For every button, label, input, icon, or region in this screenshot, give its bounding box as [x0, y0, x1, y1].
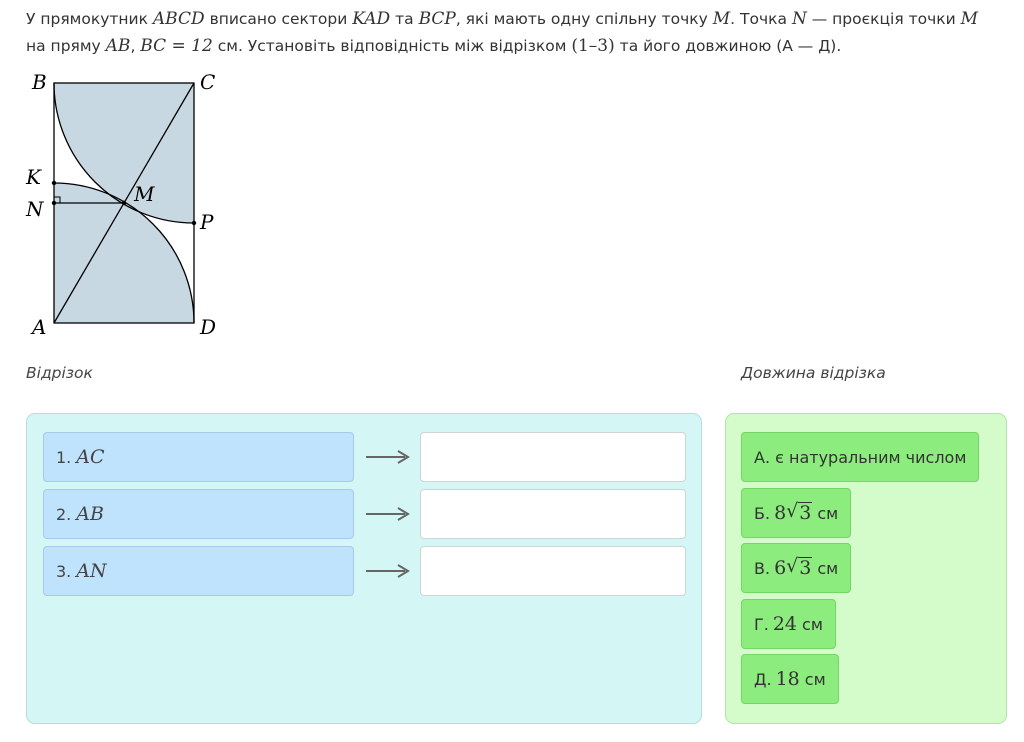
- question-text: У прямокутник ABCD вписано сектори KAD т…: [26, 9, 979, 56]
- math-abcd: ABCD: [152, 9, 205, 29]
- sqrt-symbol: √3: [786, 555, 813, 580]
- sqrt-symbol: √3: [786, 500, 813, 525]
- geometry-figure: B C K N M P A D: [25, 70, 216, 339]
- answers-panel: А. є натуральним числом Б. 8 √3 см В. 6 …: [725, 413, 1007, 724]
- answer-unit: см: [802, 614, 823, 634]
- lengths-column-label: Довжина відрізка: [741, 364, 886, 382]
- segment-number: 1.: [56, 447, 72, 467]
- answer-value: 24: [772, 613, 798, 635]
- answer-letter: Д.: [754, 669, 772, 689]
- right-angle-mark: [54, 196, 61, 203]
- arrow-right-icon: [366, 507, 410, 521]
- math-bcp: BCP: [418, 9, 456, 29]
- drop-zone-3[interactable]: [420, 546, 686, 596]
- answer-letter: В.: [754, 558, 771, 578]
- arrow-right-icon: [366, 450, 410, 464]
- arc-kd: [53, 182, 195, 324]
- label-n: N: [25, 197, 45, 221]
- drop-zone-2[interactable]: [420, 489, 686, 539]
- answer-unit: см: [817, 503, 839, 523]
- segments-column-label: Відрізок: [26, 364, 93, 382]
- math-ab: AB: [105, 36, 131, 56]
- drop-zone-1[interactable]: [420, 432, 686, 482]
- answer-radicand: 3: [798, 557, 813, 580]
- answer-option-b[interactable]: Б. 8 √3 см: [741, 488, 852, 538]
- answer-option-c[interactable]: В. 6 √3 см: [741, 543, 852, 593]
- math-range: (1–3): [571, 36, 615, 56]
- arc-bp: [53, 82, 195, 224]
- answer-option-d[interactable]: Г. 24 см: [741, 599, 836, 649]
- label-a: A: [30, 315, 46, 339]
- point-k: [51, 180, 57, 186]
- point-p: [191, 220, 197, 226]
- segment-item-1: 1.AC: [43, 432, 354, 482]
- label-c: C: [200, 70, 215, 94]
- matching-panel: 1.AC 2.AB 3.AN: [26, 413, 702, 724]
- answer-option-e[interactable]: Д. 18 см: [741, 654, 839, 704]
- segment-item-2: 2.AB: [43, 489, 354, 539]
- answer-unit: см: [817, 558, 839, 578]
- arrow-right-icon: [366, 564, 410, 578]
- segment-name: AC: [76, 446, 105, 468]
- answer-letter: Г.: [754, 614, 769, 634]
- segment-number: 2.: [56, 504, 72, 524]
- answer-radicand: 3: [798, 502, 813, 525]
- math-n: N: [791, 9, 807, 29]
- math-kad: KAD: [352, 9, 391, 29]
- answer-text: є натуральним числом: [775, 447, 967, 467]
- answer-option-a[interactable]: А. є натуральним числом: [741, 432, 980, 482]
- label-b: B: [31, 70, 47, 94]
- segment-item-3: 3.AN: [43, 546, 354, 596]
- label-p: P: [199, 210, 214, 234]
- label-m: M: [133, 182, 155, 206]
- segment-name: AN: [76, 560, 107, 582]
- label-k: K: [25, 165, 42, 189]
- segment-number: 3.: [56, 561, 72, 581]
- math-m2: M: [960, 9, 979, 29]
- answer-letter: Б.: [754, 503, 771, 523]
- math-bc: BC = 12: [140, 36, 213, 56]
- point-n: [51, 200, 57, 206]
- answer-coefficient: 6: [774, 557, 787, 579]
- math-m: M: [712, 9, 731, 29]
- answer-coefficient: 8: [774, 502, 787, 524]
- sector-bcp: [54, 83, 194, 223]
- answer-value: 18: [775, 668, 800, 690]
- segment-name: AB: [76, 503, 104, 525]
- answer-letter: А.: [754, 447, 771, 467]
- point-m: [121, 200, 127, 206]
- label-d: D: [199, 315, 216, 339]
- sector-kad: [54, 183, 194, 323]
- answer-unit: см: [804, 669, 826, 689]
